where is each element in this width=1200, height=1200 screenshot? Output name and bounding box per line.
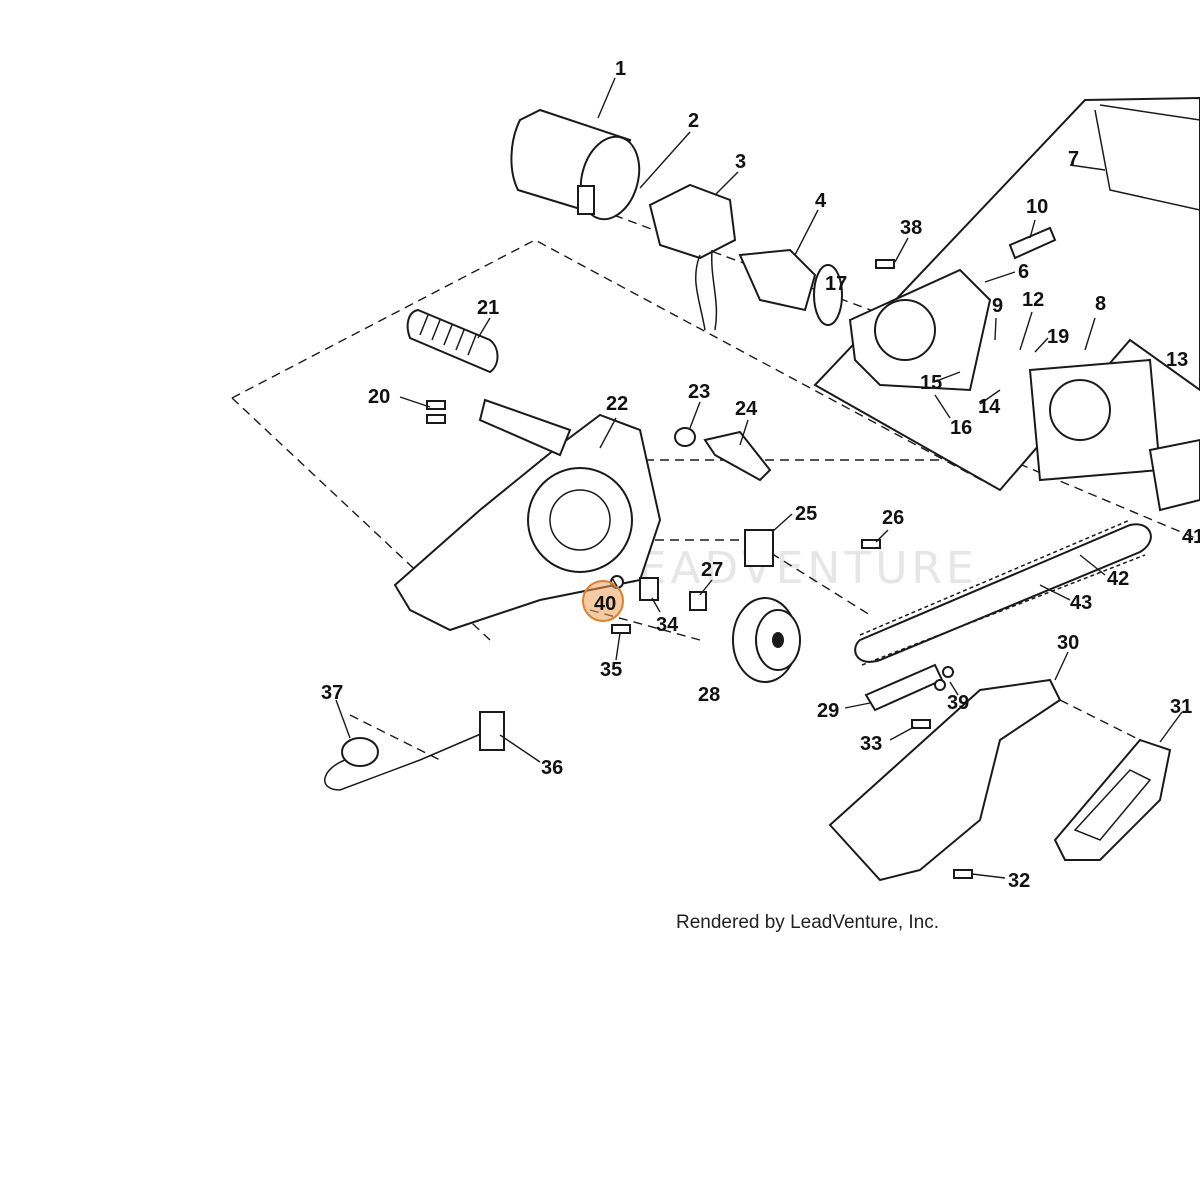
callout-38: 38	[900, 217, 922, 239]
callout-32: 32	[1008, 870, 1030, 892]
callout-labels: 1 2 3 4 6 7 8 9 10 12 13 14 15 16 17 19 …	[321, 58, 1200, 892]
callout-10: 10	[1026, 196, 1048, 218]
leader-lines	[335, 77, 1183, 879]
callout-36: 36	[541, 757, 563, 779]
callout-17: 17	[825, 273, 847, 295]
motor-can	[510, 108, 641, 221]
callout-20: 20	[368, 386, 390, 408]
callout-34: 34	[656, 614, 679, 636]
callout-21: 21	[477, 297, 499, 319]
bottom-guard	[828, 678, 1062, 882]
callout-13: 13	[1166, 349, 1188, 371]
callout-26: 26	[882, 507, 904, 529]
callout-7: 7	[1068, 148, 1079, 170]
callout-6: 6	[1018, 261, 1029, 283]
callout-28: 28	[698, 684, 720, 706]
callout-2: 2	[688, 110, 699, 132]
callout-14: 14	[978, 396, 1001, 418]
callout-23: 23	[688, 381, 710, 403]
callout-3: 3	[735, 151, 746, 173]
callout-42: 42	[1107, 568, 1129, 590]
callout-41: 41	[1182, 526, 1200, 548]
callout-29: 29	[817, 700, 839, 722]
guide-bar	[854, 519, 1152, 666]
small-parts	[426, 226, 1057, 879]
side-cover	[1053, 738, 1172, 861]
callout-16: 16	[950, 417, 972, 439]
handle-grip	[406, 308, 499, 374]
sprocket	[732, 597, 801, 683]
callout-40: 40	[594, 593, 616, 615]
credit-text: Rendered by LeadVenture, Inc.	[676, 912, 939, 933]
housing-left	[393, 398, 662, 632]
callout-15: 15	[920, 372, 942, 394]
bar-clamp	[1148, 438, 1200, 512]
watermark-text: LEADVENTURE	[610, 543, 978, 594]
callout-12: 12	[1022, 289, 1044, 311]
callout-30: 30	[1057, 632, 1079, 654]
callout-39: 39	[947, 692, 969, 714]
callout-8: 8	[1095, 293, 1106, 315]
field-coil	[648, 183, 737, 331]
callout-19: 19	[1047, 326, 1069, 348]
callout-25: 25	[795, 503, 817, 525]
callout-43: 43	[1070, 592, 1092, 614]
main-housing	[813, 96, 1200, 492]
gear-housing	[848, 268, 1162, 482]
callout-31: 31	[1170, 696, 1192, 718]
armature	[738, 248, 843, 326]
highlight-marker	[582, 580, 624, 622]
callout-35: 35	[600, 659, 622, 681]
callout-33: 33	[860, 733, 882, 755]
callout-37: 37	[321, 682, 343, 704]
cord-switch	[324, 711, 505, 791]
callout-24: 24	[735, 398, 758, 420]
callout-4: 4	[815, 190, 827, 212]
callout-22: 22	[606, 393, 628, 415]
callout-1: 1	[615, 58, 626, 80]
callout-9: 9	[992, 295, 1003, 317]
callout-27: 27	[701, 559, 723, 581]
